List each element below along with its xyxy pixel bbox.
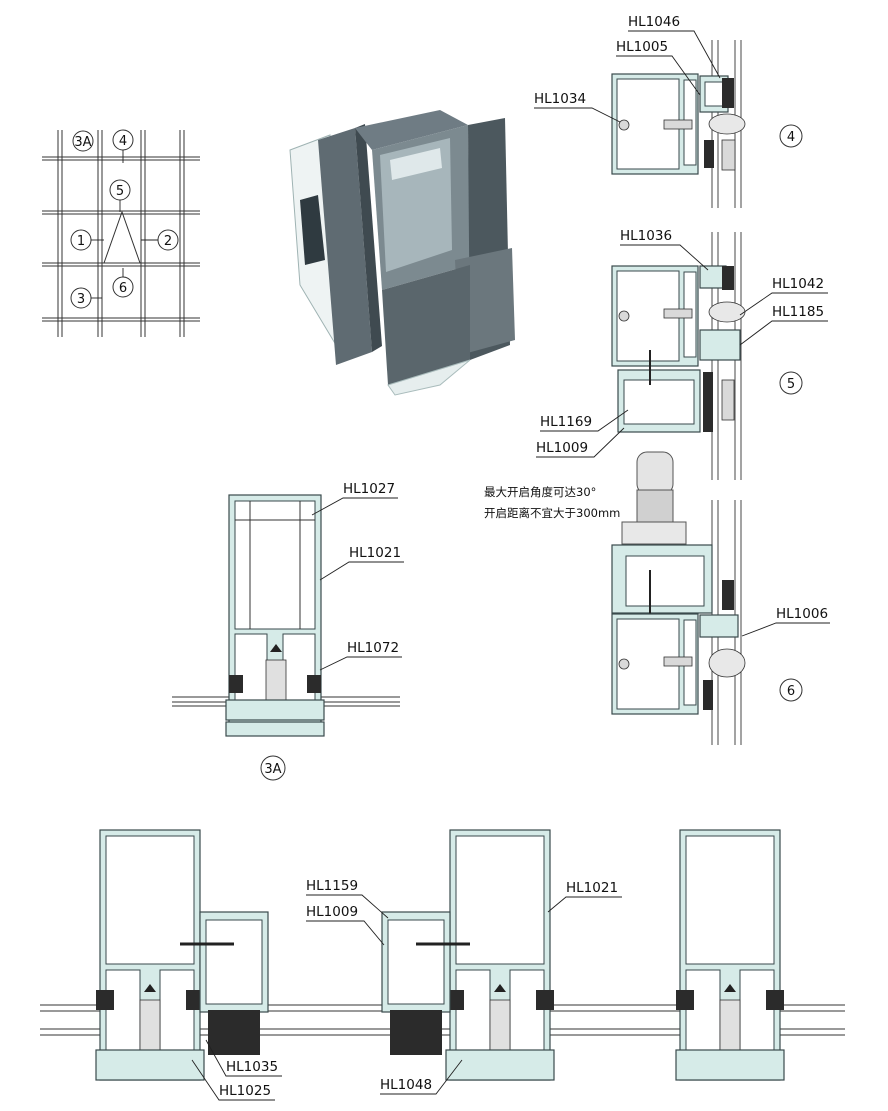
label-hl1021-bottom-text: HL1021 — [566, 880, 618, 896]
label-hl1159-text: HL1159 — [306, 878, 358, 894]
key-marker-6-label: 6 — [119, 281, 127, 296]
section-marker-5-label: 5 — [787, 377, 795, 392]
key-marker-3a-label: 3A — [74, 135, 91, 150]
label-hl1006-text: HL1006 — [776, 606, 828, 622]
label-hl1009-top-text: HL1009 — [536, 440, 588, 456]
profile-3d-render — [289, 110, 515, 396]
label-hl1046: HL1046 — [628, 14, 721, 79]
label-hl1025-text: HL1025 — [219, 1083, 271, 1099]
section-marker-3a-label: 3A — [264, 762, 281, 777]
label-hl1046-text: HL1046 — [628, 14, 680, 30]
key-marker-4-label: 4 — [119, 134, 127, 149]
label-hl1042: HL1042 — [739, 276, 828, 316]
key-marker-3a: 3A — [72, 130, 94, 152]
label-hl1036: HL1036 — [620, 228, 709, 271]
label-hl1006: HL1006 — [741, 606, 830, 637]
label-hl1036-text: HL1036 — [620, 228, 672, 244]
key-marker-2-label: 2 — [164, 234, 172, 249]
bottom-right-mullion — [675, 829, 785, 1081]
label-hl1009-bottom-text: HL1009 — [306, 904, 358, 920]
section-marker-4-label: 4 — [787, 130, 795, 145]
label-hl1072-text: HL1072 — [347, 640, 399, 656]
key-marker-3-label: 3 — [77, 292, 85, 307]
label-hl1169-text: HL1169 — [540, 414, 592, 430]
label-hl1185-text: HL1185 — [772, 304, 824, 320]
label-hl1072: HL1072 — [319, 640, 402, 671]
key-marker-2: 2 — [141, 229, 179, 251]
section-marker-3a: 3A — [260, 755, 286, 781]
handle — [621, 451, 687, 545]
label-hl1048-text: HL1048 — [380, 1077, 432, 1093]
key-marker-3: 3 — [70, 287, 102, 309]
label-hl1009-top: HL1009 — [536, 427, 625, 458]
key-marker-4: 4 — [112, 129, 134, 163]
label-hl1027: HL1027 — [311, 481, 398, 516]
opening-note-line-1: 最大开启角度可达30° — [484, 485, 596, 499]
bottom-left-mullion — [95, 829, 269, 1081]
label-hl1035: HL1035 — [205, 1039, 282, 1077]
label-hl1034-text: HL1034 — [534, 91, 586, 107]
bottom-center-mullion — [381, 829, 555, 1081]
label-hl1009-bottom: HL1009 — [306, 904, 385, 946]
opening-note-line-2: 开启距离不宜大于300mm — [484, 506, 620, 520]
label-hl1035-text: HL1035 — [226, 1059, 278, 1075]
elevation-key-plan: 3A 4 5 1 2 6 3 — [42, 129, 200, 337]
label-hl1021-bottom: HL1021 — [547, 880, 622, 913]
section-marker-4: 4 — [779, 124, 803, 148]
section-marker-5: 5 — [779, 371, 803, 395]
key-marker-5: 5 — [109, 179, 131, 212]
key-marker-6: 6 — [112, 268, 134, 298]
label-hl1005: HL1005 — [616, 39, 701, 96]
section-3a-detail — [172, 494, 400, 737]
label-hl1048: HL1048 — [380, 1059, 463, 1095]
section-4-detail — [611, 40, 746, 208]
key-marker-1: 1 — [70, 229, 104, 251]
label-hl1027-text: HL1027 — [343, 481, 395, 497]
key-marker-1-label: 1 — [77, 234, 85, 249]
label-hl1042-text: HL1042 — [772, 276, 824, 292]
label-hl1169: HL1169 — [540, 409, 629, 432]
label-hl1021-mid: HL1021 — [319, 545, 404, 581]
opening-note: 最大开启角度可达30° 开启距离不宜大于300mm — [484, 485, 620, 520]
section-5-detail — [611, 232, 746, 480]
label-hl1025: HL1025 — [191, 1059, 275, 1101]
section-marker-6: 6 — [779, 678, 803, 702]
key-marker-5-label: 5 — [116, 184, 124, 199]
label-hl1034: HL1034 — [534, 91, 621, 123]
section-marker-6-label: 6 — [787, 684, 795, 699]
label-hl1021-mid-text: HL1021 — [349, 545, 401, 561]
label-hl1005-text: HL1005 — [616, 39, 668, 55]
section-6-detail — [611, 451, 746, 745]
label-hl1159: HL1159 — [306, 878, 389, 919]
label-hl1185: HL1185 — [739, 304, 828, 346]
